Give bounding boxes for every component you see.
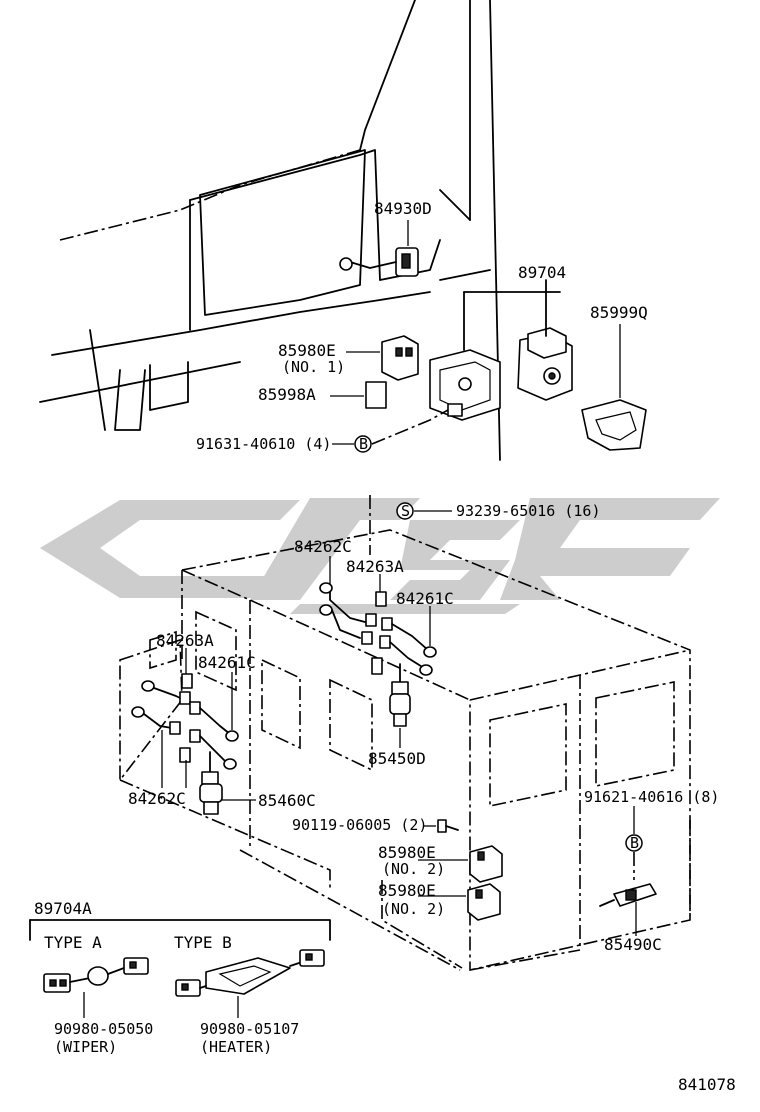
label-89704: 89704 xyxy=(518,263,566,282)
harness-84262C-upper xyxy=(319,556,437,676)
bracket-85999Q xyxy=(581,324,647,451)
callout-b-right: B xyxy=(630,834,639,852)
connector-84930D xyxy=(339,220,419,277)
relay-85980E-no1 xyxy=(346,335,419,381)
label-84262C-bottom: 84262C xyxy=(128,789,186,808)
label-91631: 91631-40610 (4) xyxy=(196,435,331,453)
label-85998A: 85998A xyxy=(258,385,316,404)
label-84930D: 84930D xyxy=(374,199,432,218)
callout-b-top: B xyxy=(359,435,368,453)
label-90119: 90119-06005 (2) xyxy=(292,816,427,834)
bolt-callout-top xyxy=(332,409,449,453)
label-84261C-right: 84261C xyxy=(396,589,454,608)
label-84263A-left: 84263A xyxy=(156,631,214,650)
label-85450D: 85450D xyxy=(368,749,426,768)
screw-callout xyxy=(396,502,452,520)
label-85980E-no1: 85980E xyxy=(278,341,336,360)
option-box-89704A xyxy=(29,919,331,1018)
label-85980E-no2-a-sub: (NO. 2) xyxy=(382,860,445,878)
label-85980E-no2-b-sub: (NO. 2) xyxy=(382,900,445,918)
label-84262C-top: 84262C xyxy=(294,537,352,556)
label-85980E-no1-sub: (NO. 1) xyxy=(282,358,345,376)
label-91621: 91621-40616 (8) xyxy=(584,788,719,806)
sensor-85490C xyxy=(599,806,657,936)
label-85490C: 85490C xyxy=(604,935,662,954)
diagram-id: 841078 xyxy=(678,1075,736,1094)
label-84263A-top: 84263A xyxy=(346,557,404,576)
bolt-90119 xyxy=(424,819,459,833)
watermark-logo xyxy=(40,498,720,614)
sensor-85460C xyxy=(199,751,256,815)
pad-85998A xyxy=(330,381,387,409)
van-body-outline xyxy=(119,495,691,972)
harness-84262C-left xyxy=(131,648,239,788)
label-90980-05107-sub: (HEATER) xyxy=(200,1038,272,1056)
label-85980E-no2-a: 85980E xyxy=(378,843,436,862)
label-93239: 93239-65016 (16) xyxy=(456,502,601,520)
relay-85980E-no2-b xyxy=(418,883,501,921)
label-90980-05107: 90980-05107 xyxy=(200,1020,299,1038)
label-85460C: 85460C xyxy=(258,791,316,810)
callout-s: S xyxy=(401,502,410,520)
label-90980-05050-sub: (WIPER) xyxy=(54,1038,117,1056)
label-84261C-left: 84261C xyxy=(198,653,256,672)
relay-85980E-no2-a xyxy=(418,845,503,883)
label-89704A: 89704A xyxy=(34,899,92,918)
sensor-85450D xyxy=(389,663,411,748)
module-89704 xyxy=(429,279,573,421)
label-90980-05050: 90980-05050 xyxy=(54,1020,153,1038)
label-85999Q: 85999Q xyxy=(590,303,648,322)
label-85980E-no2-b: 85980E xyxy=(378,881,436,900)
label-type-b: TYPE B xyxy=(174,933,232,952)
label-type-a: TYPE A xyxy=(44,933,102,952)
